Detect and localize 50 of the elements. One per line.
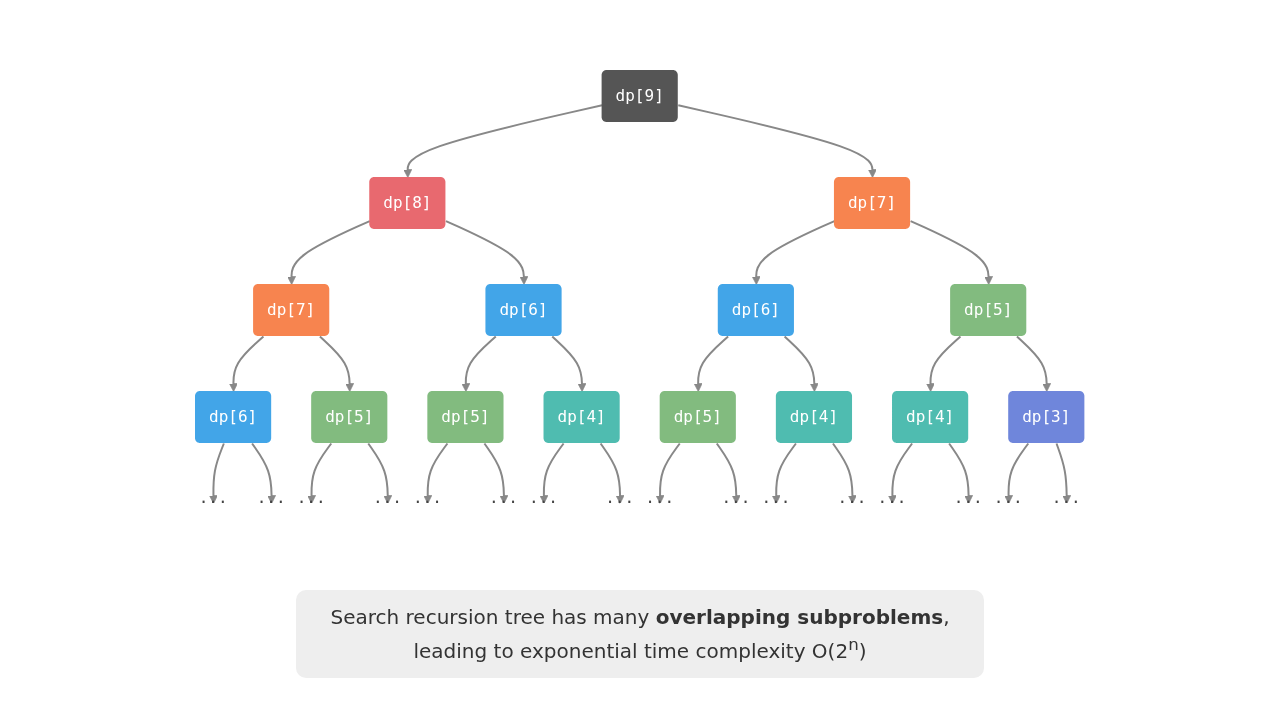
ellipsis-text: ... [837, 488, 867, 507]
caption: Search recursion tree has many overlapping subproblems, leading to exponential time complexity O(2$^{n}$) [296, 590, 984, 678]
ellipsis-text: ... [954, 488, 983, 507]
ellipsis-text: ... [529, 488, 559, 507]
arrow [694, 335, 730, 392]
node-box: dp[5] [950, 284, 1027, 336]
arrow [1016, 335, 1052, 392]
arrow [677, 104, 878, 178]
node-box: dp[4] [543, 391, 620, 443]
ellipsis-text: ... [1052, 488, 1082, 507]
arrow [445, 220, 529, 285]
arrow [926, 335, 962, 392]
arrow [319, 335, 355, 392]
node-box: dp[4] [892, 391, 969, 443]
node-box: dp[5] [660, 391, 737, 443]
node-box: dp[5] [311, 391, 388, 443]
ellipsis-text: ... [297, 488, 326, 507]
node-box: dp[4] [776, 391, 853, 443]
arrow [551, 335, 587, 392]
ellipsis-text: ... [198, 488, 228, 507]
node-box: dp[7] [834, 177, 911, 229]
arrow [909, 220, 994, 285]
arrow [772, 442, 798, 504]
arrow [307, 442, 333, 504]
arrow [599, 442, 625, 504]
arrow [752, 220, 836, 285]
node-box: dp[6] [195, 391, 272, 443]
arrow [832, 442, 858, 504]
node-box: dp[6] [718, 284, 795, 336]
node-box: dp[7] [253, 284, 330, 336]
node-box: dp[6] [485, 284, 562, 336]
ellipsis-text: ... [257, 488, 286, 507]
node-box: dp[5] [427, 391, 504, 443]
ellipsis-text: ... [877, 488, 907, 507]
ellipsis-text: ... [373, 488, 403, 507]
ellipsis-text: ... [761, 488, 791, 507]
arrow [783, 335, 819, 392]
ellipsis-text: ... [413, 488, 443, 507]
arrow [461, 335, 498, 392]
node-box: dp[8] [369, 177, 446, 229]
ellipsis-text: ... [645, 488, 675, 507]
arrow [229, 335, 265, 392]
ellipsis-text: ... [721, 488, 751, 507]
node-box: dp[3] [1008, 391, 1085, 443]
arrow [251, 442, 277, 504]
ellipsis-text: ... [605, 488, 635, 507]
ellipsis-text: ... [994, 488, 1023, 507]
node-box: dp[9] [601, 70, 679, 122]
arrow [209, 442, 226, 504]
ellipsis-text: ... [489, 488, 519, 507]
